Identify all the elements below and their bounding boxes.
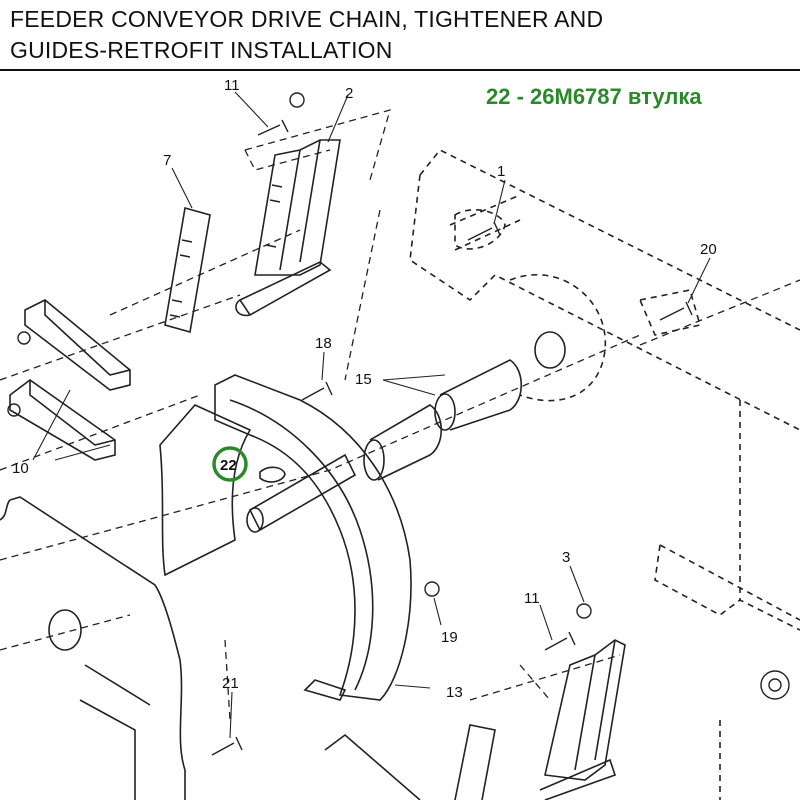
lower-guide-strip	[324, 724, 496, 800]
part-10-wear-blocks	[9, 299, 131, 461]
callout-2: 2	[345, 85, 353, 102]
part-15-shaft-couplers	[246, 331, 566, 533]
title-line-2: GUIDES-RETROFIT INSTALLATION	[10, 37, 393, 63]
part-annotation: 22 - 26M6787 втулка	[486, 84, 702, 109]
title-divider	[0, 69, 800, 71]
part-7-guide-strip	[164, 206, 211, 334]
part-22-bushing-plate	[159, 404, 286, 577]
assembly-guide-lines	[0, 109, 800, 721]
callout-11-bottom: 11	[524, 590, 540, 607]
part-22-highlight-ring	[212, 446, 248, 482]
title-line-1: FEEDER CONVEYOR DRIVE CHAIN, TIGHTENER A…	[10, 6, 604, 32]
hex-bolts	[7, 92, 790, 756]
callout-10: 10	[12, 460, 29, 477]
callout-20: 20	[700, 241, 717, 258]
callout-7: 7	[163, 152, 171, 169]
callout-21: 21	[222, 675, 239, 692]
left-side-plate	[0, 496, 186, 800]
housing-outline	[409, 148, 800, 800]
callout-19: 19	[441, 629, 458, 646]
callout-1: 1	[497, 163, 505, 180]
part-13-curved-guide-plate	[214, 374, 412, 701]
callout-leaders	[32, 91, 711, 739]
callout-3: 3	[562, 549, 570, 566]
callout-18: 18	[315, 335, 332, 352]
callout-13: 13	[446, 684, 463, 701]
part-2-channel-bracket	[235, 139, 341, 317]
callout-11-top: 11	[224, 77, 240, 94]
callout-22: 22	[220, 457, 237, 474]
lower-channel-bracket	[539, 639, 626, 800]
callout-15: 15	[355, 371, 372, 388]
page-title: FEEDER CONVEYOR DRIVE CHAIN, TIGHTENER A…	[10, 4, 790, 66]
